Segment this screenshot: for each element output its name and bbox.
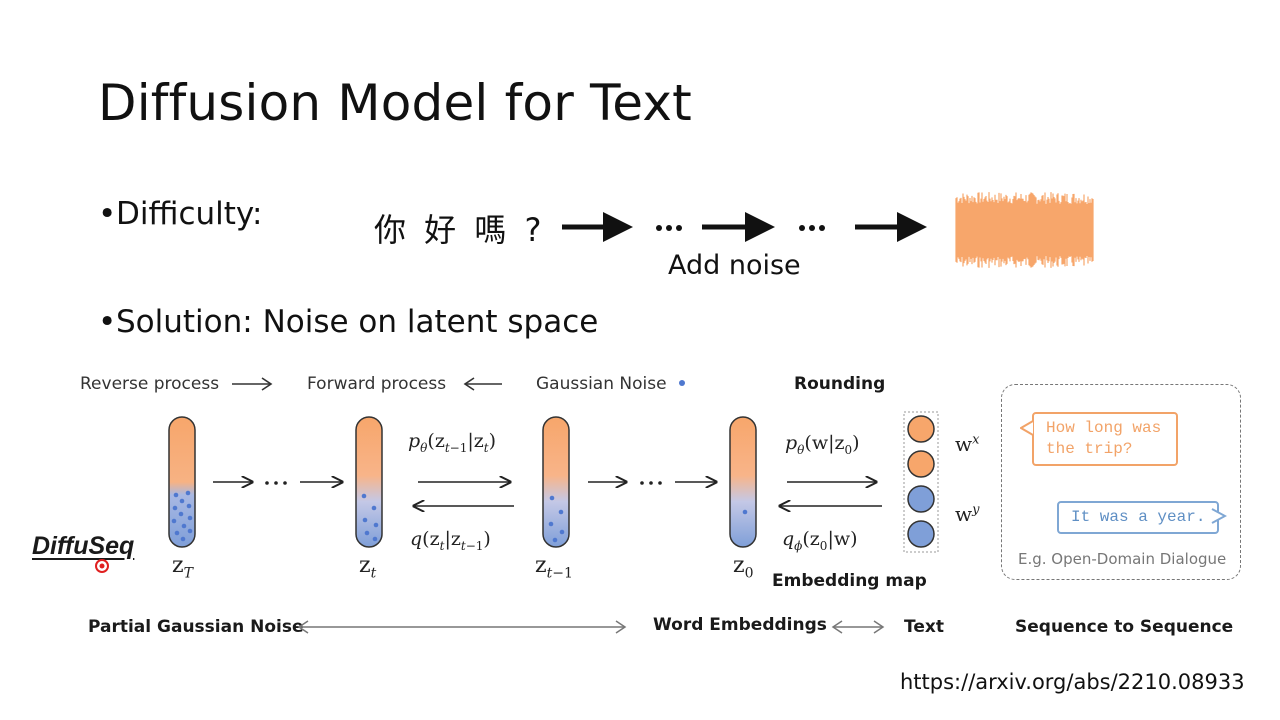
reverse-arrow-icon: [232, 377, 273, 391]
bullet-difficulty-text: Difficulty:: [116, 196, 263, 232]
w-y-label: wy: [955, 502, 980, 526]
embedding-map-label: Embedding map: [772, 571, 927, 591]
noise-waveform-icon: [955, 192, 1094, 268]
tube-zt-minus-1: [542, 416, 570, 548]
p-rounding-label: pθ(w|z0): [785, 432, 860, 457]
reverse-process-label: Reverse process: [80, 374, 220, 394]
tube-z0: [729, 416, 757, 548]
q-transition-label: q(zt|zt−1): [410, 528, 491, 553]
add-noise-label: Add noise: [668, 250, 801, 281]
partial-gaussian-noise-label: Partial Gaussian Noise: [88, 617, 304, 637]
w-x-label: wx: [955, 432, 980, 456]
dialogue-caption: E.g. Open-Domain Dialogue: [1018, 550, 1227, 568]
z-t-label: zt: [359, 553, 377, 582]
text-label: Text: [904, 617, 944, 637]
bubble-answer-text: It was a year.: [1071, 508, 1206, 526]
forward-arrow-icon: [463, 377, 502, 391]
q-embedding-label: qϕ(z0|w): [782, 528, 858, 553]
diffusion-chain: [168, 411, 939, 553]
tube-zt: [355, 416, 383, 548]
bubble-answer-tail: [1211, 508, 1227, 524]
word-embedding-circles: [903, 411, 939, 553]
z-0-label: z0: [733, 553, 754, 582]
bullet-solution-text: Solution: Noise on latent space: [116, 304, 599, 340]
gaussian-noise-label: Gaussian Noise: [536, 374, 667, 394]
bubble-question-tail: [1020, 420, 1034, 436]
sequence-to-sequence-label: Sequence to Sequence: [1015, 617, 1234, 637]
bullet-difficulty: •Difficulty:: [98, 196, 262, 232]
gaussian-dot-icon: [679, 380, 685, 386]
dialogue-panel: [1001, 384, 1241, 580]
bubble-question-text: How long was the trip?: [1046, 419, 1162, 458]
diffuseq-label: DiffuSeq: [32, 532, 135, 560]
tube-zT: [168, 416, 196, 548]
bubble-question: How long was the trip?: [1032, 412, 1178, 466]
double-arrow-long: [297, 620, 627, 634]
paper-url[interactable]: https://arxiv.org/abs/2210.08933: [900, 670, 1245, 694]
chinese-sentence: 你 好 嗎 ?: [374, 211, 546, 249]
noise-arrow-sequence: [562, 212, 927, 242]
double-arrow-short: [831, 620, 885, 634]
word-embeddings-label: Word Embeddings: [653, 615, 827, 635]
p-transition-label: pθ(zt−1|zt): [408, 430, 497, 455]
z-t-minus-1-label: zt−1: [535, 553, 573, 582]
noise-wave-body: [956, 204, 1093, 256]
bubble-answer: It was a year.: [1057, 501, 1220, 534]
bullet-dot: •: [98, 304, 117, 340]
slide-title: Diffusion Model for Text: [98, 74, 692, 132]
bullet-dot: •: [98, 196, 117, 232]
rounding-label: Rounding: [794, 374, 886, 394]
z-T-label: zT: [172, 553, 193, 582]
forward-process-label: Forward process: [307, 374, 447, 394]
bullet-solution: •Solution: Noise on latent space: [98, 304, 598, 340]
cursor-pointer-icon: [95, 559, 109, 573]
